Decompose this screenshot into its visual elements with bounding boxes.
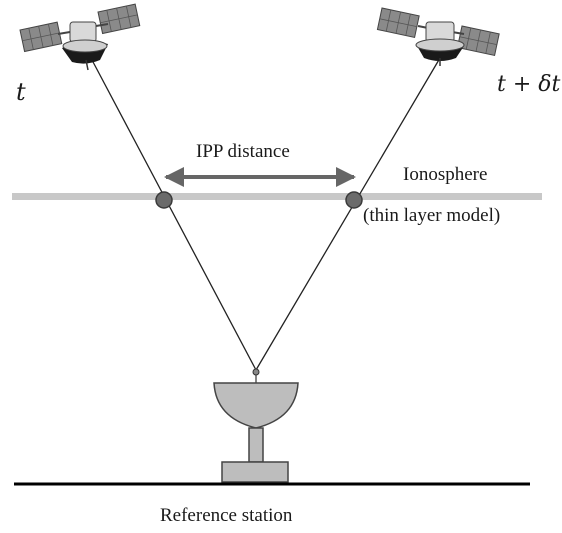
satellite-icon [19, 3, 141, 71]
pierce-point-right [345, 191, 363, 209]
time-label-left: t [16, 78, 26, 106]
pierce-point-left [155, 191, 173, 209]
ipp-distance-label: IPP distance [196, 141, 290, 162]
reference-station-label: Reference station [160, 505, 293, 526]
signal-path-right [255, 57, 441, 371]
satellite-icon [376, 7, 500, 66]
ionosphere-label: Ionosphere [403, 164, 488, 185]
signal-path-left [91, 59, 257, 371]
thin-layer-label: (thin layer model) [363, 205, 501, 226]
ionosphere-layer [12, 193, 542, 200]
time-label-right: t + δt [497, 72, 561, 97]
antenna-dish-icon [213, 368, 299, 483]
